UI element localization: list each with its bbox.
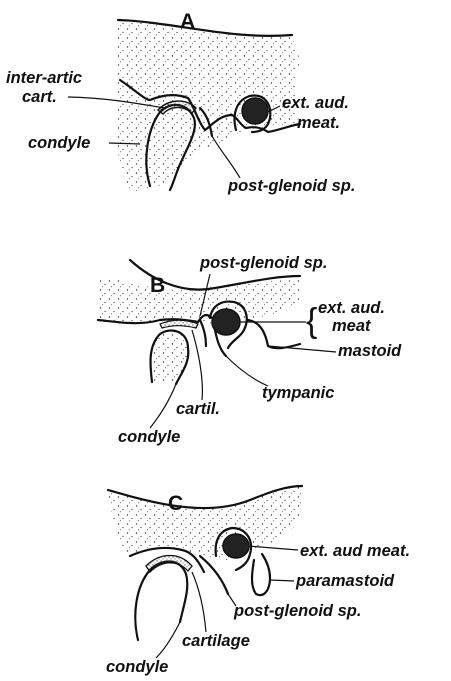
panel-c-condyle-shape xyxy=(135,561,187,640)
panel-b-leader-condyle xyxy=(150,384,176,428)
panel-b-label-mastoid: mastoid xyxy=(338,342,402,360)
panel-b-leader-cartil xyxy=(192,330,202,400)
panel-c-post-glenoid-process xyxy=(200,556,228,594)
panel-a-label-ext-aud: ext. aud. xyxy=(282,94,349,112)
panel-a-label-meat: meat. xyxy=(297,114,340,132)
panel-c-label-paramastoid: paramastoid xyxy=(295,572,395,590)
panel-a-label-post-glenoid: post-glenoid sp. xyxy=(227,177,355,195)
panel-b-brace: { xyxy=(306,302,317,340)
panel-a-label-cart: cart. xyxy=(22,88,57,106)
panel-b-label-condyle: condyle xyxy=(118,428,180,446)
panel-c-leader-post-glenoid xyxy=(228,594,236,606)
panel-c-paramastoid-shape xyxy=(252,554,270,595)
panel-b-leader-tympanic xyxy=(226,356,268,386)
panel-a-label-inter-artic: inter-artic xyxy=(6,69,82,87)
panel-c-leader-condyle xyxy=(156,622,180,658)
panel-b-mastoid-outline xyxy=(248,320,300,348)
panel-c: C ext. aud meat. paramastoid post-glenoi… xyxy=(106,486,410,676)
panel-b-label-cartil: cartil. xyxy=(176,400,220,418)
panel-c-label-post-glenoid: post-glenoid sp. xyxy=(233,602,361,620)
panel-c-leader-paramastoid xyxy=(270,580,294,581)
panel-a-label-condyle: condyle xyxy=(28,134,90,152)
panel-b-label-ext-aud: ext. aud. xyxy=(318,299,385,317)
panel-c-label-ext-aud-meat: ext. aud meat. xyxy=(300,542,410,560)
panel-b-label-post-glenoid: post-glenoid sp. xyxy=(199,254,327,272)
panel-a-ext-aud-meatus xyxy=(242,98,268,124)
panel-a-leader-post-glenoid xyxy=(212,136,240,178)
panel-b-label-tympanic: tympanic xyxy=(262,384,334,402)
panel-b-bone xyxy=(98,278,300,325)
panel-c-ext-aud-meatus xyxy=(223,534,249,558)
panel-a: A inter-artic cart. condyle ext. aud. me… xyxy=(6,10,355,195)
panel-a-bone xyxy=(115,20,300,191)
panel-b: B post-glenoid sp. { ext. aud. meat mast… xyxy=(98,254,402,446)
panel-c-leader-cartilage xyxy=(192,572,206,632)
panel-c-label-cartilage: cartilage xyxy=(182,632,250,650)
panel-b-ext-aud-meatus xyxy=(212,309,240,335)
panel-b-label-meat: meat xyxy=(332,317,372,335)
panel-c-label-condyle: condyle xyxy=(106,658,168,676)
